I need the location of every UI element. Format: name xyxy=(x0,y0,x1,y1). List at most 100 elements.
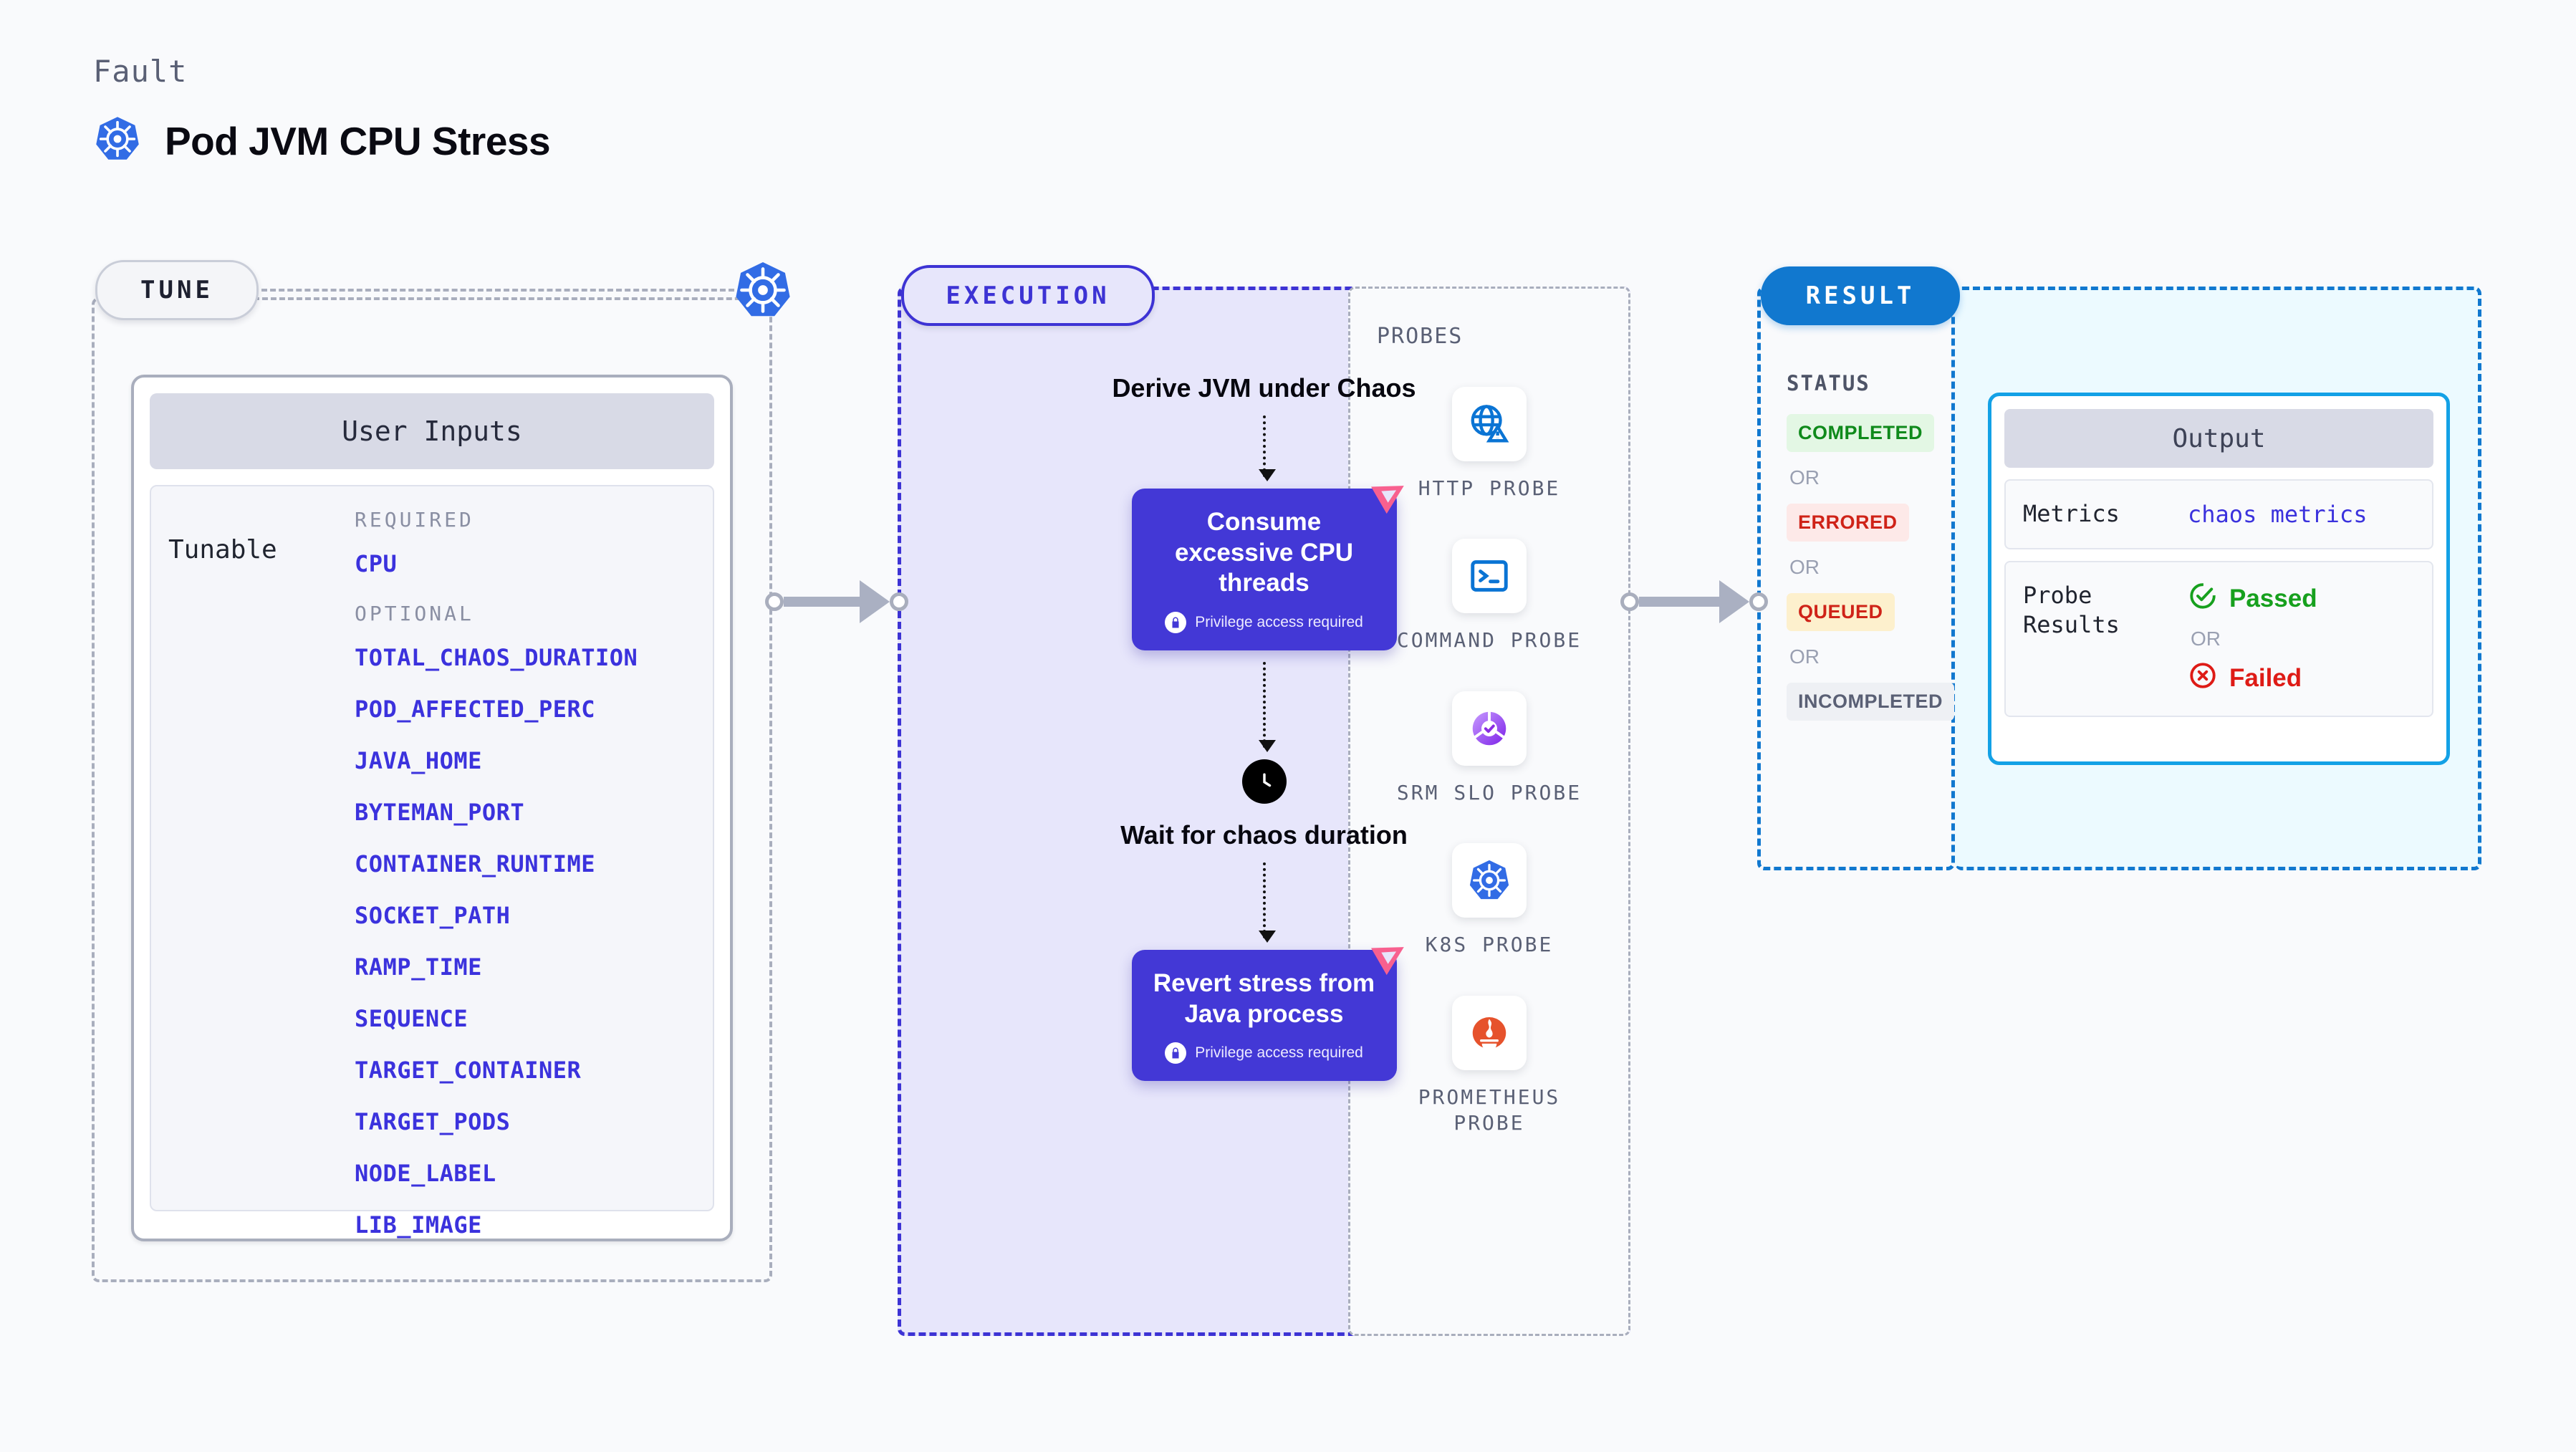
x-circle-icon xyxy=(2188,660,2218,697)
privilege-note: Privilege access required xyxy=(1153,611,1375,633)
slo-check-icon xyxy=(1452,691,1527,766)
chaos-badge-icon xyxy=(1368,933,1413,977)
arrow-head-icon xyxy=(860,580,890,623)
step-title: Consume excessive CPU threads xyxy=(1174,507,1354,597)
tunable-label: Tunable xyxy=(168,535,277,564)
param-node-label[interactable]: NODE_LABEL xyxy=(355,1160,496,1187)
flow-step-derive-jvm: Derive JVM under Chaos xyxy=(1112,373,1416,403)
status-badge-errored: ERRORED xyxy=(1787,504,1909,542)
probes-panel xyxy=(1348,287,1630,1336)
probe-label: K8S PROBE xyxy=(1425,933,1554,957)
tune-badge[interactable]: TUNE xyxy=(95,260,259,320)
probe-results-values: Passed OR Failed xyxy=(2188,581,2317,697)
param-java-home[interactable]: JAVA_HOME xyxy=(355,747,482,774)
user-inputs-header: User Inputs xyxy=(150,393,714,469)
param-lib-image[interactable]: LIB_IMAGE xyxy=(355,1211,482,1239)
probe-srm-slo[interactable]: SRM SLO PROBE xyxy=(1382,691,1597,806)
user-inputs-card: User Inputs Tunable REQUIRED CPU OPTIONA… xyxy=(131,375,733,1241)
terminal-icon xyxy=(1452,539,1527,614)
privilege-note: Privilege access required xyxy=(1153,1042,1375,1064)
or-label: OR xyxy=(1789,556,1820,578)
param-total-chaos-duration[interactable]: TOTAL_CHAOS_DURATION xyxy=(355,644,638,671)
kubernetes-icon xyxy=(732,259,794,321)
or-label: OR xyxy=(1789,466,1820,489)
failed-label: Failed xyxy=(2229,664,2302,693)
parameter-column: REQUIRED CPU OPTIONAL TOTAL_CHAOS_DURATI… xyxy=(347,508,696,1239)
connector-line xyxy=(784,597,861,607)
page-title: Pod JVM CPU Stress xyxy=(93,115,551,167)
connector-line xyxy=(1639,597,1721,607)
check-circle-icon xyxy=(2188,581,2218,617)
metrics-key: Metrics xyxy=(2023,500,2120,527)
or-label: OR xyxy=(2191,627,2221,650)
status-badge-completed: COMPLETED xyxy=(1787,414,1935,452)
output-card: Output Metrics chaos metrics Probe Resul… xyxy=(1988,393,2450,765)
passed-label: Passed xyxy=(2229,585,2317,613)
connector-tune-to-execution xyxy=(765,580,908,623)
status-badge-incompleted: INCOMPLETED xyxy=(1787,683,1955,721)
connector-node xyxy=(890,592,908,611)
probes-title: PROBES xyxy=(1377,324,1464,349)
probe-label: SRM SLO PROBE xyxy=(1396,780,1582,804)
probe-label: COMMAND PROBE xyxy=(1396,628,1582,653)
user-inputs-body: Tunable REQUIRED CPU OPTIONAL TOTAL_CHAO… xyxy=(150,485,714,1239)
probe-results-key: Probe Results xyxy=(2023,581,2120,639)
output-metrics-row: Metrics chaos metrics xyxy=(2004,479,2433,549)
param-target-pods[interactable]: TARGET_PODS xyxy=(355,1108,511,1135)
flow-step-wait: Wait for chaos duration xyxy=(1120,819,1408,850)
globe-warning-icon xyxy=(1452,387,1527,461)
flow-arrow-icon xyxy=(1258,415,1276,481)
tune-panel xyxy=(92,297,772,1282)
or-label: OR xyxy=(1789,645,1820,668)
flow-step-revert-stress[interactable]: Revert stress from Java process Privileg… xyxy=(1131,947,1404,1082)
param-cpu[interactable]: CPU xyxy=(355,550,398,577)
prometheus-icon xyxy=(1452,995,1527,1070)
flow-step-consume-cpu[interactable]: Consume excessive CPU threads Privilege … xyxy=(1131,486,1404,650)
probe-result-passed: Passed xyxy=(2188,581,2317,617)
param-target-container[interactable]: TARGET_CONTAINER xyxy=(355,1057,582,1084)
output-probe-results-row: Probe Results Passed OR xyxy=(2004,560,2433,717)
flow-arrow-icon xyxy=(1258,661,1276,752)
step-title: Revert stress from Java process xyxy=(1153,968,1375,1028)
kubernetes-icon xyxy=(1452,843,1527,918)
probe-http[interactable]: HTTP PROBE xyxy=(1382,387,1597,501)
probe-prometheus[interactable]: PROMETHEUS PROBE xyxy=(1382,995,1597,1137)
execution-badge[interactable]: EXECUTION xyxy=(901,265,1155,326)
connector-node xyxy=(1749,592,1768,611)
probe-label: PROMETHEUS PROBE xyxy=(1418,1085,1561,1135)
optional-group-label: OPTIONAL xyxy=(355,602,474,625)
connector-execution-to-result xyxy=(1620,580,1768,623)
flow-arrow-icon xyxy=(1258,862,1276,943)
probe-result-failed: Failed xyxy=(2188,660,2317,697)
param-pod-affected-perc[interactable]: POD_AFFECTED_PERC xyxy=(355,696,596,723)
arrow-head-icon xyxy=(1719,580,1749,623)
lock-icon xyxy=(1165,1042,1187,1064)
lock-icon xyxy=(1165,611,1187,633)
metrics-value[interactable]: chaos metrics xyxy=(2188,500,2368,528)
param-socket-path[interactable]: SOCKET_PATH xyxy=(355,902,511,929)
result-panel xyxy=(1757,287,1955,870)
status-title: STATUS xyxy=(1787,371,1870,395)
tune-connector-line xyxy=(261,289,734,292)
privilege-note-text: Privilege access required xyxy=(1195,1044,1363,1062)
param-container-runtime[interactable]: CONTAINER_RUNTIME xyxy=(355,850,596,878)
probe-command[interactable]: COMMAND PROBE xyxy=(1382,539,1597,653)
output-header: Output xyxy=(2004,409,2433,468)
clock-icon xyxy=(1241,759,1287,804)
eyebrow-label: Fault xyxy=(93,54,188,89)
probe-label: HTTP PROBE xyxy=(1418,476,1561,500)
required-group-label: REQUIRED xyxy=(355,508,474,532)
result-badge[interactable]: RESULT xyxy=(1761,266,1960,325)
param-ramp-time[interactable]: RAMP_TIME xyxy=(355,953,482,981)
execution-flow: Derive JVM under Chaos Consume excessive… xyxy=(898,372,1630,1082)
connector-node xyxy=(1620,592,1639,611)
page-title-text: Pod JVM CPU Stress xyxy=(165,118,551,163)
chaos-badge-icon xyxy=(1368,471,1413,516)
status-badge-queued: QUEUED xyxy=(1787,593,1895,631)
probe-k8s[interactable]: K8S PROBE xyxy=(1382,843,1597,958)
kubernetes-icon xyxy=(93,115,142,167)
param-sequence[interactable]: SEQUENCE xyxy=(355,1005,468,1032)
param-byteman-port[interactable]: BYTEMAN_PORT xyxy=(355,799,525,826)
probes-list: HTTP PROBE COMMAND PROBE xyxy=(1348,387,1630,1136)
